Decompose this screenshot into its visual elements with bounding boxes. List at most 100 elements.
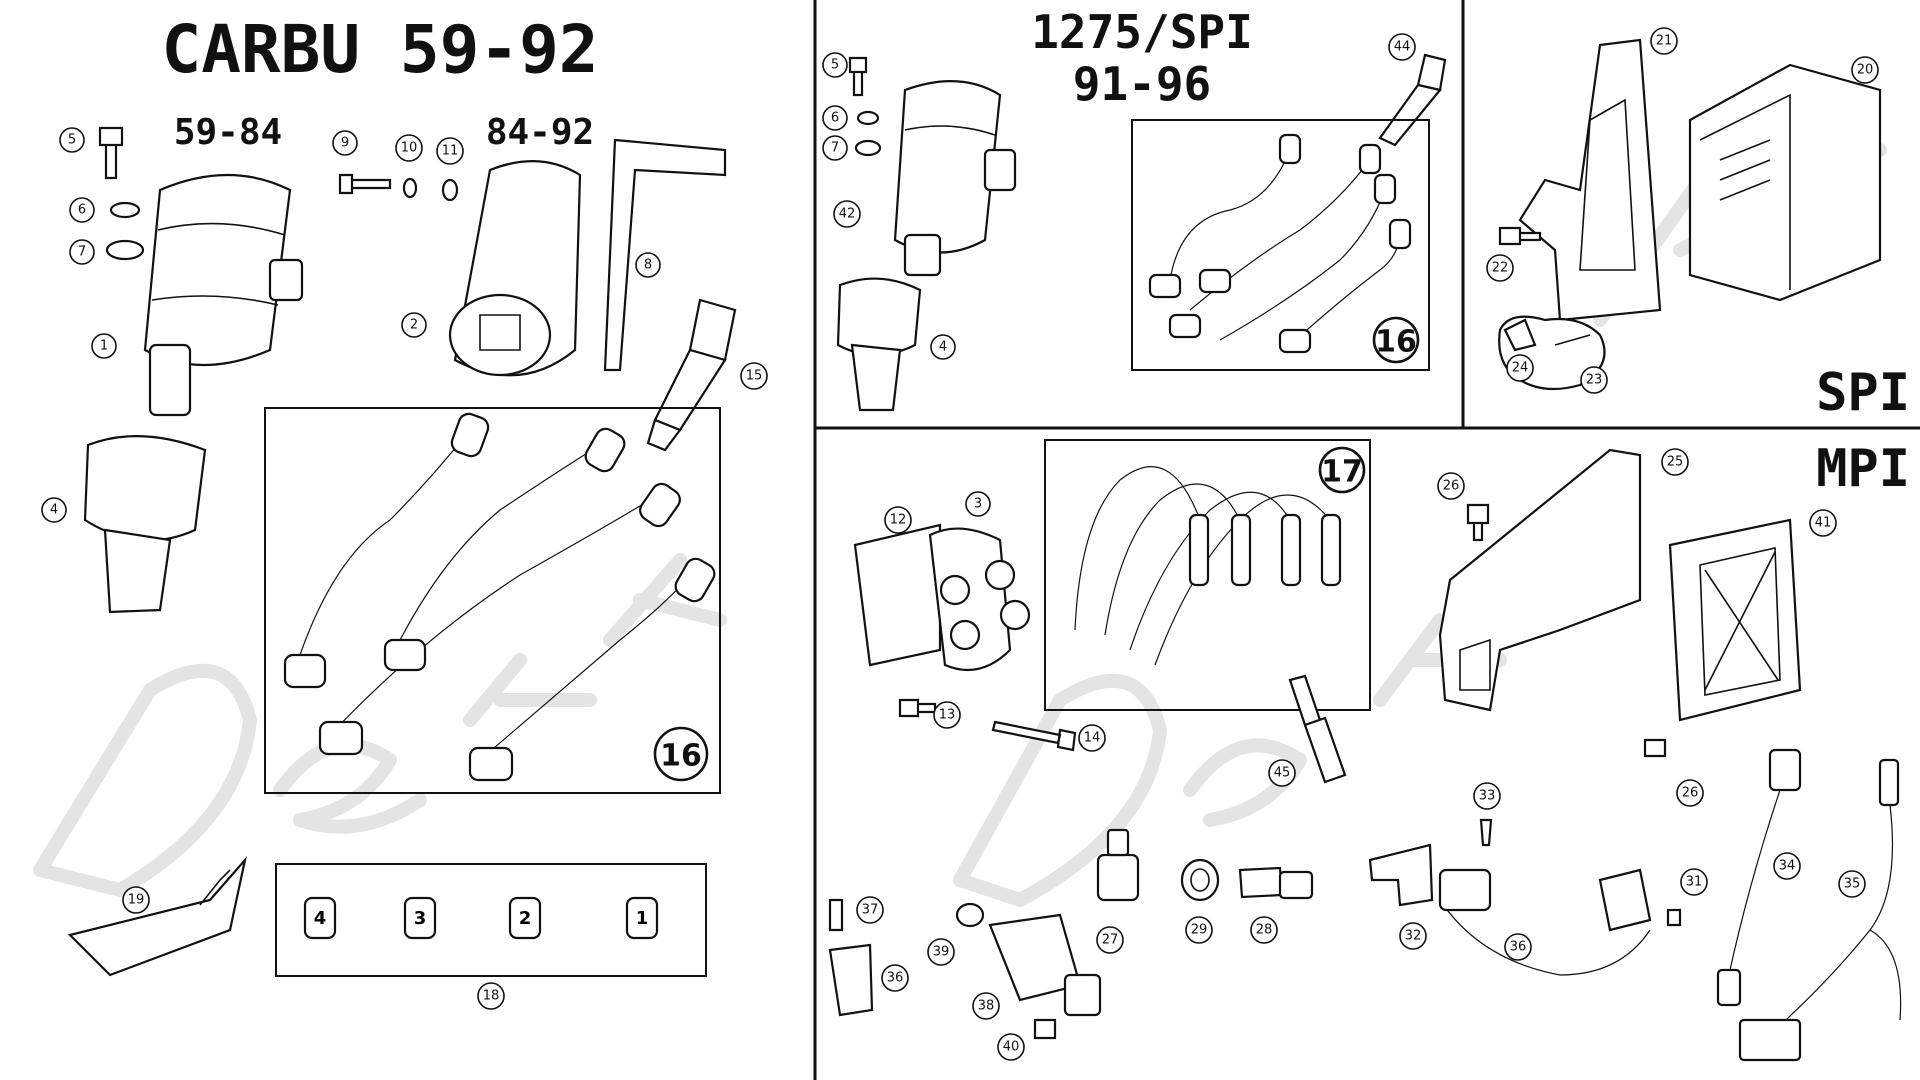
ht-leads-mpi bbox=[1044, 439, 1371, 711]
lead-markers-18: 4 3 2 1 bbox=[303, 896, 659, 940]
marker-label: 1 bbox=[636, 908, 649, 929]
callout-14: 14 bbox=[1078, 724, 1106, 752]
marker-label: 3 bbox=[414, 908, 427, 929]
svg-text:6: 6 bbox=[831, 111, 839, 126]
svg-text:34: 34 bbox=[1779, 859, 1796, 874]
callout-45: 45 bbox=[1268, 759, 1296, 787]
svg-text:35: 35 bbox=[1844, 877, 1861, 892]
carbu-title: CARBU 59-92 bbox=[161, 11, 598, 88]
svg-text:21: 21 bbox=[1656, 34, 1673, 49]
svg-text:41: 41 bbox=[1815, 516, 1832, 531]
callout-13: 13 bbox=[933, 701, 961, 729]
bolt-22 bbox=[1498, 226, 1542, 246]
callout-10: 10 bbox=[395, 134, 423, 162]
callout-5: 5 bbox=[822, 52, 848, 78]
callout-3: 3 bbox=[965, 491, 991, 517]
sensor-38 bbox=[988, 913, 1102, 1017]
svg-text:45: 45 bbox=[1274, 766, 1291, 781]
bolt-26-bottom bbox=[1643, 738, 1667, 758]
screw-33 bbox=[1479, 818, 1493, 847]
svg-text:4: 4 bbox=[50, 503, 58, 518]
callout-4: 4 bbox=[930, 334, 956, 360]
svg-text:38: 38 bbox=[978, 999, 995, 1014]
svg-text:14: 14 bbox=[1084, 731, 1101, 746]
svg-text:15: 15 bbox=[746, 369, 763, 384]
svg-text:4: 4 bbox=[939, 340, 947, 355]
spark-plug-45 bbox=[1288, 674, 1347, 784]
callout-27: 27 bbox=[1096, 926, 1124, 954]
svg-text:20: 20 bbox=[1857, 63, 1874, 78]
svg-text:42: 42 bbox=[839, 207, 856, 222]
callout-25: 25 bbox=[1661, 448, 1689, 476]
sensor-34 bbox=[1716, 748, 1802, 1007]
svg-text:29: 29 bbox=[1191, 923, 1208, 938]
spark-plug-15 bbox=[646, 298, 737, 452]
mpi-label: MPI bbox=[1816, 439, 1910, 499]
sensor-27 bbox=[1096, 828, 1140, 902]
svg-text:28: 28 bbox=[1256, 923, 1273, 938]
svg-text:31: 31 bbox=[1686, 875, 1703, 890]
callout-36: 36 bbox=[881, 964, 909, 992]
svg-text:13: 13 bbox=[939, 708, 956, 723]
coil-84-92 bbox=[448, 160, 582, 377]
ecu-bracket-21 bbox=[1518, 38, 1662, 322]
callout-9: 9 bbox=[332, 130, 358, 156]
svg-text:27: 27 bbox=[1102, 933, 1119, 948]
svg-text:5: 5 bbox=[68, 133, 76, 148]
spi-label: SPI bbox=[1816, 363, 1910, 423]
svg-text:22: 22 bbox=[1492, 261, 1509, 276]
callout-37: 37 bbox=[856, 896, 884, 924]
callout-1: 1 bbox=[91, 333, 117, 359]
svg-text:33: 33 bbox=[1479, 789, 1496, 804]
svg-text:32: 32 bbox=[1405, 929, 1422, 944]
carbu-subtitle-84-92: 84-92 bbox=[486, 112, 594, 153]
ht-leads-spi bbox=[1148, 133, 1412, 354]
callout-21: 21 bbox=[1650, 27, 1678, 55]
marker-label: 2 bbox=[519, 908, 532, 929]
bolt-26-top bbox=[1466, 503, 1490, 542]
svg-text:7: 7 bbox=[831, 141, 839, 156]
callout-15: 15 bbox=[740, 362, 768, 390]
ht-lead-kit-box-carbu bbox=[264, 407, 721, 794]
distributor-cap-4-carbu bbox=[83, 435, 207, 614]
svg-text:16: 16 bbox=[1375, 325, 1417, 360]
callout-38: 38 bbox=[972, 992, 1000, 1020]
callout-33: 33 bbox=[1473, 782, 1501, 810]
long-bolt-14 bbox=[991, 720, 1077, 752]
washer-11 bbox=[441, 178, 459, 202]
callout-40: 40 bbox=[997, 1033, 1025, 1061]
svg-text:3: 3 bbox=[974, 497, 982, 512]
carbu-subtitle-59-84: 59-84 bbox=[174, 112, 282, 153]
spi-years-title: 91-96 bbox=[1073, 57, 1211, 111]
svg-text:26: 26 bbox=[1682, 786, 1699, 801]
svg-text:24: 24 bbox=[1512, 361, 1529, 376]
bolt-5-spi bbox=[848, 56, 868, 97]
washers-carbu bbox=[105, 201, 145, 261]
svg-text:37: 37 bbox=[862, 903, 879, 918]
coil-59-84 bbox=[143, 173, 304, 417]
screw-9 bbox=[338, 173, 392, 195]
callout-8: 8 bbox=[635, 252, 661, 278]
callout-29: 29 bbox=[1185, 916, 1213, 944]
spring-washer-10 bbox=[402, 177, 418, 199]
callout-6: 6 bbox=[69, 197, 95, 223]
bolt-13 bbox=[898, 698, 937, 718]
callout-34: 34 bbox=[1773, 852, 1801, 880]
distributor-brush-19 bbox=[67, 856, 247, 977]
bolt-40 bbox=[1033, 1018, 1057, 1040]
sensor-28 bbox=[1238, 866, 1314, 900]
kit-callout-16-carbu: 16 bbox=[653, 726, 709, 782]
ht-lead-kit-box-spi bbox=[1131, 119, 1430, 371]
bracket-8 bbox=[603, 138, 727, 372]
svg-text:16: 16 bbox=[660, 739, 702, 774]
svg-text:19: 19 bbox=[128, 893, 145, 908]
section-dividers bbox=[813, 0, 1920, 1080]
ht-leads-carbu bbox=[283, 412, 716, 782]
callout-28: 28 bbox=[1250, 916, 1278, 944]
svg-text:17: 17 bbox=[1321, 455, 1363, 490]
bracket-32 bbox=[1368, 843, 1434, 907]
o-ring-39 bbox=[955, 902, 985, 928]
callout-2: 2 bbox=[401, 312, 427, 338]
callout-23: 23 bbox=[1580, 366, 1608, 394]
